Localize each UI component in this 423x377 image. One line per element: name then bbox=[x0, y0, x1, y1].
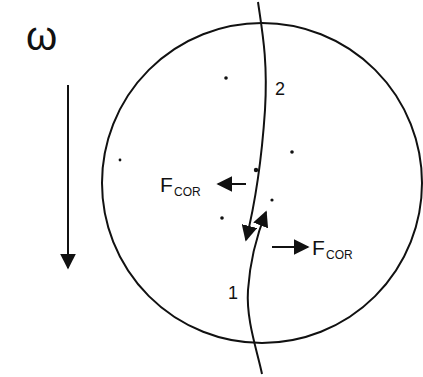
trajectory-number: 1 bbox=[228, 284, 238, 302]
trajectory-curve bbox=[246, 2, 266, 240]
force-subscript: COR bbox=[326, 249, 353, 261]
force-arrow bbox=[218, 183, 246, 185]
trajectory-curve bbox=[248, 212, 266, 374]
force-symbol: F bbox=[160, 174, 173, 195]
rotation-arrow bbox=[67, 85, 69, 268]
force-subscript: COR bbox=[174, 186, 201, 198]
force-symbol: F bbox=[312, 237, 325, 258]
dots bbox=[119, 76, 294, 220]
trajectory-number: 2 bbox=[275, 80, 285, 98]
disk-outline bbox=[102, 23, 422, 343]
force-arrow bbox=[272, 246, 308, 248]
rotation-symbol: ω bbox=[26, 16, 57, 56]
